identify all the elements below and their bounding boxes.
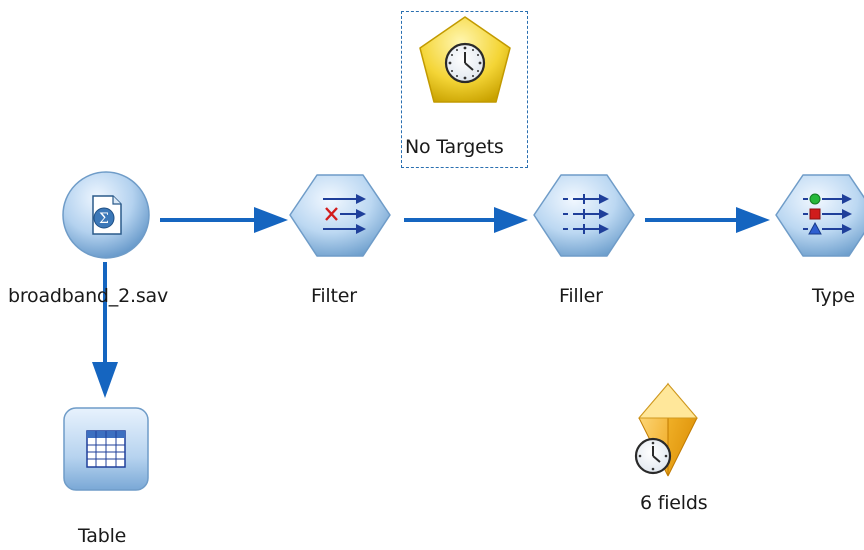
time-series-clock-icon — [444, 42, 486, 84]
model-nugget-clock-icon — [634, 437, 672, 475]
link-filler-type[interactable] — [645, 207, 770, 233]
model-nugget[interactable] — [634, 382, 699, 477]
filler-icon — [563, 194, 609, 234]
selection-highlight — [401, 11, 528, 168]
link-source-filter[interactable] — [160, 207, 288, 233]
type-node[interactable] — [775, 174, 864, 257]
source-node[interactable]: Σ — [62, 171, 150, 259]
filter-node[interactable] — [289, 174, 391, 257]
svg-text:Σ: Σ — [99, 211, 109, 227]
model-nugget-label[interactable]: 6 fields — [640, 492, 708, 514]
filler-node[interactable] — [533, 174, 635, 257]
time-series-node[interactable] — [419, 16, 511, 103]
link-filter-filler[interactable] — [404, 207, 528, 233]
link-source-table[interactable] — [92, 262, 118, 398]
filler-node-label[interactable]: Filler — [559, 285, 603, 307]
type-icon — [803, 193, 852, 235]
type-node-label[interactable]: Type — [812, 285, 855, 307]
filter-icon — [323, 194, 366, 234]
statistics-file-icon: Σ — [92, 195, 122, 235]
source-node-label[interactable]: broadband_2.sav — [8, 285, 169, 307]
table-node[interactable] — [63, 407, 149, 491]
table-node-label[interactable]: Table — [78, 525, 127, 547]
time-series-node-label[interactable]: No Targets — [405, 136, 504, 158]
table-icon — [86, 430, 126, 468]
filter-node-label[interactable]: Filter — [311, 285, 357, 307]
